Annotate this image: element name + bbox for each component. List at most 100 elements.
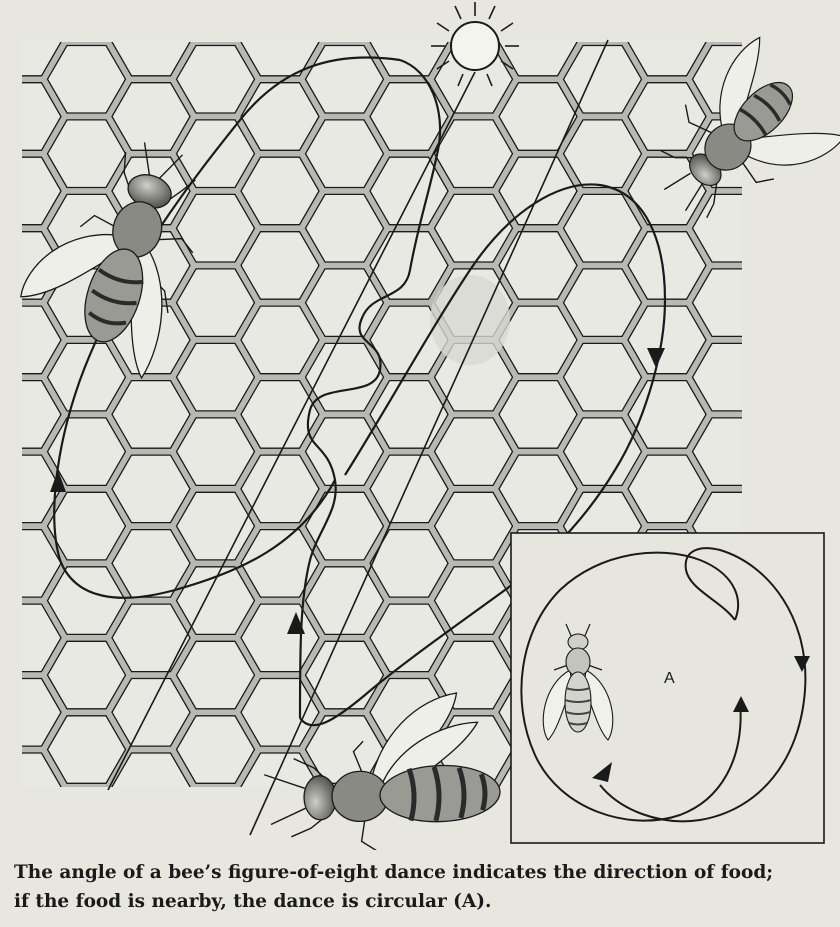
- comb-cell: [111, 42, 191, 77]
- bee-icon: [542, 623, 614, 741]
- round-arrow-bottom: [592, 762, 612, 782]
- comb-cell: [46, 715, 127, 784]
- comb-cell: [304, 417, 385, 487]
- comb-cell: [498, 379, 578, 449]
- figure-caption: The angle of a bee’s figure-of-eight dan…: [14, 858, 829, 916]
- comb-cell: [22, 528, 62, 598]
- comb-cell: [562, 342, 643, 412]
- comb-cell: [691, 268, 742, 338]
- comb-cell: [627, 82, 707, 151]
- comb-cell: [628, 0, 706, 1]
- comb-cell: [240, 42, 320, 77]
- comb-cell: [111, 677, 191, 747]
- round-arrow-right: [794, 656, 810, 672]
- bee-icon: [263, 692, 501, 850]
- comb-cell: [627, 42, 707, 77]
- comb-cell: [175, 640, 256, 710]
- comb-cell: [177, 0, 255, 39]
- comb-cell: [240, 156, 320, 226]
- comb-cell: [304, 640, 385, 710]
- bee-icon: [20, 142, 196, 380]
- comb-cell: [306, 0, 384, 39]
- comb-cell: [111, 752, 191, 787]
- comb-cell: [175, 342, 256, 412]
- comb-cell: [498, 231, 578, 300]
- comb-cell: [627, 231, 707, 300]
- comb-cell: [48, 790, 126, 850]
- comb-cell: [175, 44, 256, 114]
- comb-cell: [369, 379, 449, 449]
- comb-cell: [433, 417, 514, 487]
- comb-cell: [691, 342, 742, 412]
- round-dance-path: [520, 547, 807, 823]
- comb-cell: [693, 0, 771, 39]
- comb-cell: [46, 342, 127, 412]
- comb-cell: [304, 491, 385, 561]
- comb-cell: [627, 305, 707, 375]
- comb-cell: [240, 305, 320, 375]
- comb-cell: [691, 193, 742, 263]
- comb-cell: [22, 82, 62, 151]
- comb-cell: [369, 603, 449, 673]
- comb-cell: [46, 566, 127, 636]
- comb-cell: [175, 268, 256, 338]
- comb-cell: [499, 0, 577, 1]
- comb-cell: [241, 0, 319, 1]
- comb-cell: [240, 82, 320, 151]
- comb-cell: [22, 677, 62, 747]
- arrow-icon: [50, 348, 665, 634]
- comb-cell: [562, 193, 643, 263]
- comb-cell: [498, 42, 578, 77]
- comb-cell: [564, 0, 642, 39]
- comb-cell: [304, 268, 385, 338]
- bee-icon: [660, 36, 840, 219]
- comb-cell: [304, 119, 385, 189]
- comb-cell: [369, 42, 449, 77]
- comb-cell: [369, 156, 449, 226]
- caption-line-1: The angle of a bee’s figure-of-eight dan…: [14, 862, 774, 883]
- honeycomb: [22, 0, 771, 850]
- comb-cell: [240, 454, 320, 524]
- caption-line-2: if the food is nearby, the dance is circ…: [14, 891, 492, 912]
- comb-cell: [562, 119, 643, 189]
- comb-cell: [562, 417, 643, 487]
- direction-lines: [107, 39, 609, 836]
- comb-cell: [22, 379, 62, 449]
- comb-cell: [433, 566, 514, 636]
- comb-cell: [370, 0, 448, 1]
- comb-cell: [304, 193, 385, 263]
- comb-shadow: [430, 275, 510, 365]
- comb-cell: [175, 715, 256, 784]
- comb-cell: [111, 528, 191, 598]
- left-loop-arrow: [50, 470, 66, 492]
- comb-cells: [22, 0, 771, 850]
- comb-cell: [433, 119, 514, 189]
- comb-cell: [433, 193, 514, 263]
- comb-cell: [111, 454, 191, 524]
- comb-cell: [369, 528, 449, 598]
- comb-cell: [22, 454, 62, 524]
- waggle-run: [298, 58, 442, 719]
- comb-cell: [627, 454, 707, 524]
- inset-panel-a: A: [510, 532, 825, 844]
- waggle-arrow: [287, 612, 305, 634]
- comb-cell: [22, 156, 62, 226]
- comb-cell: [240, 231, 320, 300]
- comb-cell: [46, 44, 127, 114]
- comb-cell: [111, 379, 191, 449]
- arrow-icon: [592, 656, 810, 782]
- comb-cell: [433, 640, 514, 710]
- comb-cell: [240, 528, 320, 598]
- comb-cell: [240, 379, 320, 449]
- left-loop: [53, 56, 401, 599]
- comb-cell: [175, 119, 256, 189]
- comb-cell: [111, 82, 191, 151]
- comb-cell: [498, 454, 578, 524]
- comb-cell: [433, 491, 514, 561]
- comb-cell: [691, 417, 742, 487]
- comb-cell: [22, 305, 62, 375]
- comb-cell: [369, 305, 449, 375]
- comb-cell: [46, 417, 127, 487]
- comb-cell: [22, 603, 62, 673]
- inset-label: A: [664, 670, 675, 687]
